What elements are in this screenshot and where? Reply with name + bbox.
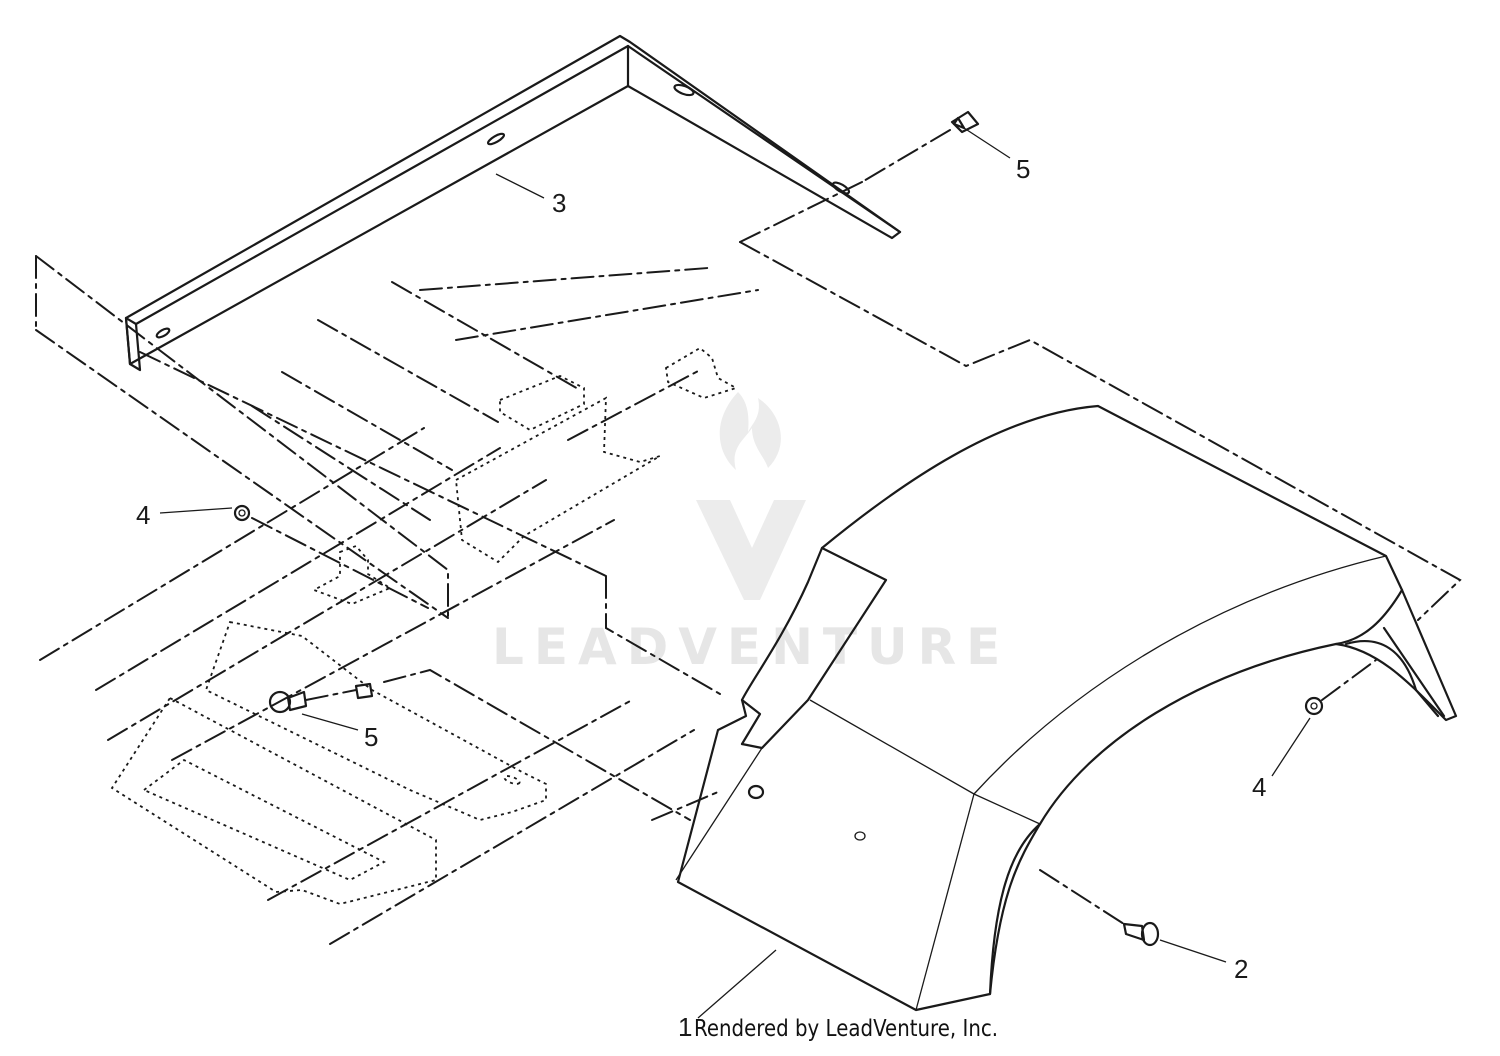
phantom-frame-rails — [39, 267, 759, 945]
callout-label-4-right: 4 — [1252, 772, 1266, 802]
phantom-frame-outline — [35, 181, 1462, 821]
callout-label-5-top: 5 — [1016, 154, 1030, 184]
callout-label-4-left: 4 — [136, 500, 150, 530]
callout-label-5-bottom: 5 — [364, 722, 378, 752]
part-4-nut-right — [1304, 659, 1377, 716]
part-2-bolt — [1039, 869, 1160, 947]
part-5-screw-bottom — [268, 682, 374, 714]
leadventure-watermark: LEADVENTURE — [492, 392, 1010, 676]
callout-label-1: 1 — [678, 1012, 692, 1042]
part-5-screw-top — [861, 110, 980, 183]
part-4-nut-left — [233, 504, 429, 609]
callout-label-2: 2 — [1234, 954, 1248, 984]
callout-leaders — [159, 127, 1311, 1019]
watermark-text: LEADVENTURE — [492, 618, 1010, 676]
callout-label-3: 3 — [552, 188, 566, 218]
part-3-bracket — [124, 34, 902, 372]
part-1-fender — [675, 404, 1458, 1012]
rendered-by-credit: Rendered by LeadVenture, Inc. — [694, 1016, 999, 1042]
